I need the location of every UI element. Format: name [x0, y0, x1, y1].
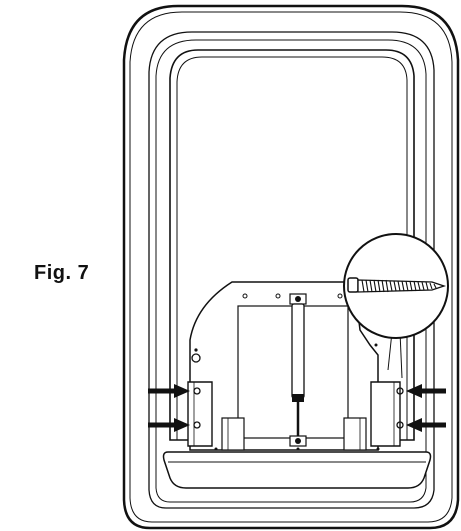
window-opening-inner [176, 56, 408, 441]
left-bottom-screw-hole [193, 421, 201, 429]
arrow-icon [148, 384, 190, 398]
right-hinge-box [343, 417, 367, 451]
cabinet-frame-outer [148, 31, 435, 509]
figure-label: Fig. 7 [34, 262, 90, 284]
plate-hole [194, 348, 198, 352]
right-top-screw-hole [396, 387, 404, 395]
mounting-plate [189, 281, 379, 451]
arrow-icon [148, 418, 190, 432]
arrow-icon [406, 418, 446, 432]
cabinet-frame-inner [155, 39, 427, 503]
tray-hole [376, 447, 380, 451]
right-bracket [370, 381, 401, 447]
strut-bottom-bolt [295, 438, 301, 444]
tray-hole [214, 447, 218, 451]
callout-leader [399, 331, 403, 379]
plate-knob [191, 353, 201, 363]
strut-top-bolt [295, 296, 301, 302]
right-bottom-screw-hole [396, 421, 404, 429]
cabinet-inner-rim [129, 11, 453, 523]
plate-hole [242, 293, 248, 299]
left-top-screw-hole [193, 387, 201, 395]
arrow-icon [406, 384, 446, 398]
bottom-tray [162, 451, 432, 489]
plate-hole [374, 343, 378, 347]
strut-collar [292, 394, 304, 402]
left-hinge-box [221, 417, 245, 451]
window-opening-outer [169, 49, 415, 441]
plate-hole [337, 293, 343, 299]
strut-cylinder [291, 303, 305, 399]
tray-hole [296, 447, 300, 451]
screw-icon [347, 277, 447, 293]
plate-hole [275, 293, 281, 299]
